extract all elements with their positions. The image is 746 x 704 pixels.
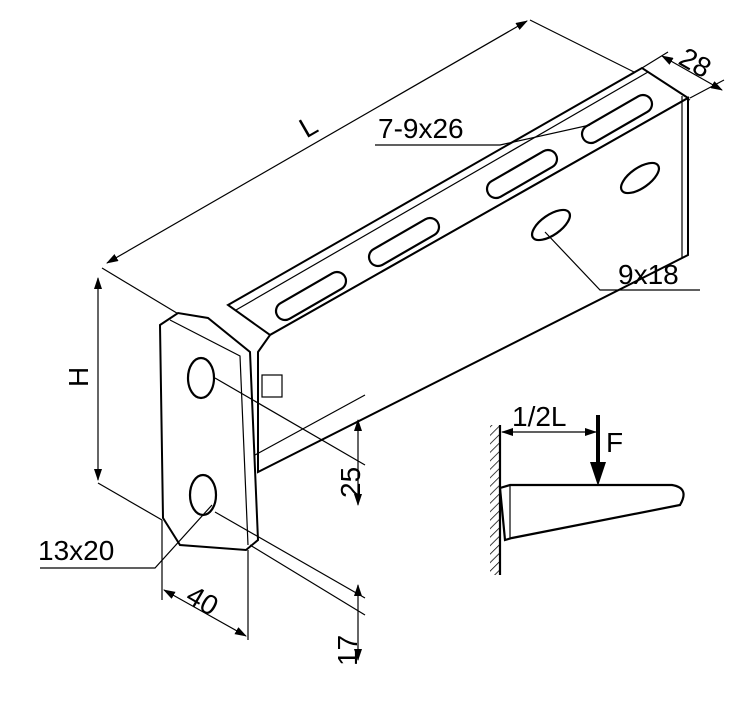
force-label: F xyxy=(606,427,623,458)
width-label: 28 xyxy=(674,42,716,84)
plate-hole-label: 13x20 xyxy=(38,535,114,566)
height-dimension: H xyxy=(63,277,163,521)
bracket-side-view xyxy=(498,483,685,542)
top-slot-label: 7-9x26 xyxy=(378,113,464,144)
plate-width-label: 40 xyxy=(181,579,223,621)
load-diagram: 1/2L F xyxy=(490,401,685,575)
hole-offset-bottom-label: 17 xyxy=(332,635,363,666)
side-hole-label: 9x18 xyxy=(618,259,679,290)
hole-offset-bottom-dimension: 17 xyxy=(214,511,366,666)
force-arrow-icon xyxy=(590,462,606,486)
distance-label: 1/2L xyxy=(512,401,567,432)
hole-offset-top-dimension: 25 xyxy=(214,377,366,506)
side-hole-callout: 9x18 xyxy=(544,231,700,291)
plate-hole-callout: 13x20 xyxy=(38,504,213,569)
wall-hatch xyxy=(490,425,500,575)
length-label: L xyxy=(294,109,323,144)
channel-profile xyxy=(226,66,690,474)
height-label: H xyxy=(63,367,94,387)
hole-offset-top-label: 25 xyxy=(335,467,366,498)
mounting-plate xyxy=(158,311,260,552)
top-slot-callout: 7-9x26 xyxy=(375,113,591,146)
